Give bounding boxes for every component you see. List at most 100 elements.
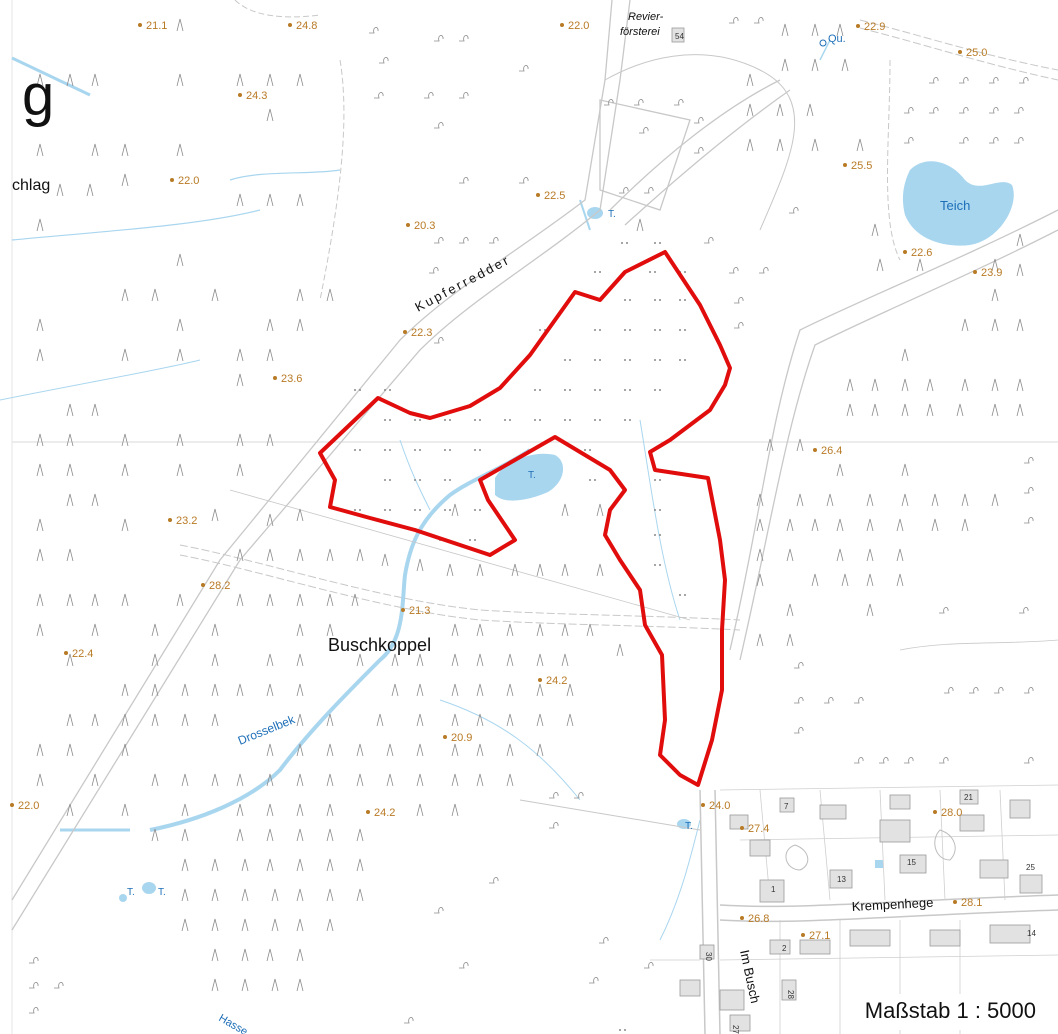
conifer-symbol <box>296 803 304 817</box>
deciduous-symbol <box>489 877 499 884</box>
conifer-symbol <box>296 773 304 787</box>
conifer-symbol <box>326 713 334 727</box>
conifer-symbol <box>416 743 424 757</box>
deciduous-symbol <box>644 962 654 969</box>
wetland-symbol <box>659 359 661 361</box>
conifer-symbol <box>991 318 999 332</box>
wetland-symbol <box>359 509 361 511</box>
conifer-symbol <box>91 773 99 787</box>
wetland-symbol <box>654 271 656 273</box>
conifer-symbol <box>1016 263 1024 277</box>
conifer-symbol <box>756 518 764 532</box>
wetland-symbol <box>624 329 626 331</box>
elevation-dot <box>856 24 860 28</box>
conifer-symbol <box>746 138 754 152</box>
conifer-symbol <box>211 683 219 697</box>
conifer-symbol <box>121 743 129 757</box>
conifer-symbol <box>926 378 934 392</box>
deciduous-symbol <box>989 77 999 84</box>
deciduous-symbol <box>519 65 529 72</box>
conifer-symbol <box>36 143 44 157</box>
wetland-symbol <box>629 329 631 331</box>
conifer-symbol <box>211 653 219 667</box>
conifer-symbol <box>211 888 219 902</box>
conifer-symbol <box>901 378 909 392</box>
deciduous-symbol <box>549 792 559 799</box>
wetland-symbol <box>599 329 601 331</box>
conifer-symbol <box>781 23 789 37</box>
wetland-symbol <box>589 479 591 481</box>
wetland-symbol <box>444 449 446 451</box>
conifer-symbol <box>266 773 274 787</box>
conifer-symbol <box>296 593 304 607</box>
deciduous-symbol <box>754 17 764 24</box>
wetland-symbol <box>564 389 566 391</box>
wetland-symbol <box>679 359 681 361</box>
conifer-symbol <box>536 713 544 727</box>
wetland-symbol <box>389 509 391 511</box>
wetland-symbol <box>624 359 626 361</box>
conifer-symbol <box>176 593 184 607</box>
conifer-symbol <box>451 683 459 697</box>
conifer-symbol <box>36 318 44 332</box>
wetland-symbol <box>679 594 681 596</box>
conifer-symbol <box>266 348 274 362</box>
elevation-dot <box>168 518 172 522</box>
elevation-dot <box>958 50 962 54</box>
conifer-symbol <box>296 508 304 522</box>
conifer-symbol <box>211 858 219 872</box>
conifer-symbol <box>416 653 424 667</box>
deciduous-symbol <box>674 99 684 106</box>
conifer-symbol <box>121 348 129 362</box>
deciduous-symbol <box>54 982 64 989</box>
conifer-symbol <box>36 743 44 757</box>
wetland-symbol <box>599 419 601 421</box>
wetland-symbol <box>414 449 416 451</box>
elevation-dot <box>366 810 370 814</box>
deciduous-symbol <box>434 907 444 914</box>
conifer-symbol <box>756 548 764 562</box>
conifer-symbol <box>36 348 44 362</box>
label-teich: Teich <box>940 198 970 213</box>
conifer-symbol <box>326 773 334 787</box>
roads <box>11 0 1058 1034</box>
elevation-label: 22.3 <box>411 327 432 339</box>
wetland-symbol <box>654 242 656 244</box>
conifer-symbol <box>866 548 874 562</box>
conifer-symbol <box>811 573 819 587</box>
deciduous-symbol <box>519 177 529 184</box>
conifer-symbol <box>266 73 274 87</box>
conifer-symbol <box>896 573 904 587</box>
conifer-symbol <box>356 548 364 562</box>
deciduous-symbol <box>794 662 804 669</box>
wetland-symbol <box>624 419 626 421</box>
wetland-symbol <box>354 509 356 511</box>
deciduous-symbol <box>854 697 864 704</box>
wetland-symbol <box>589 449 591 451</box>
wetland-symbol <box>474 419 476 421</box>
conifer-symbol <box>901 348 909 362</box>
conifer-symbol <box>211 773 219 787</box>
conifer-symbol <box>66 653 74 667</box>
deciduous-symbol <box>459 962 469 969</box>
elevation-label: 22.6 <box>911 247 932 259</box>
conifer-symbol <box>561 623 569 637</box>
house-number: 25 <box>1026 863 1035 872</box>
conifer-symbol <box>36 463 44 477</box>
wetland-symbol <box>594 419 596 421</box>
label-t-bottom: T. <box>685 821 693 832</box>
deciduous-symbol <box>969 687 979 694</box>
conifer-symbol <box>91 623 99 637</box>
deciduous-symbol <box>589 977 599 984</box>
wetland-symbol <box>564 419 566 421</box>
conifer-symbol <box>236 73 244 87</box>
conifer-symbol <box>66 743 74 757</box>
label-krempenhege: Krempenhege <box>851 895 933 914</box>
deciduous-symbol <box>904 107 914 114</box>
conifer-symbol <box>176 348 184 362</box>
conifer-symbol <box>151 828 159 842</box>
vegetation-symbols <box>29 17 1034 1031</box>
elevation-label: 24.8 <box>296 20 317 32</box>
